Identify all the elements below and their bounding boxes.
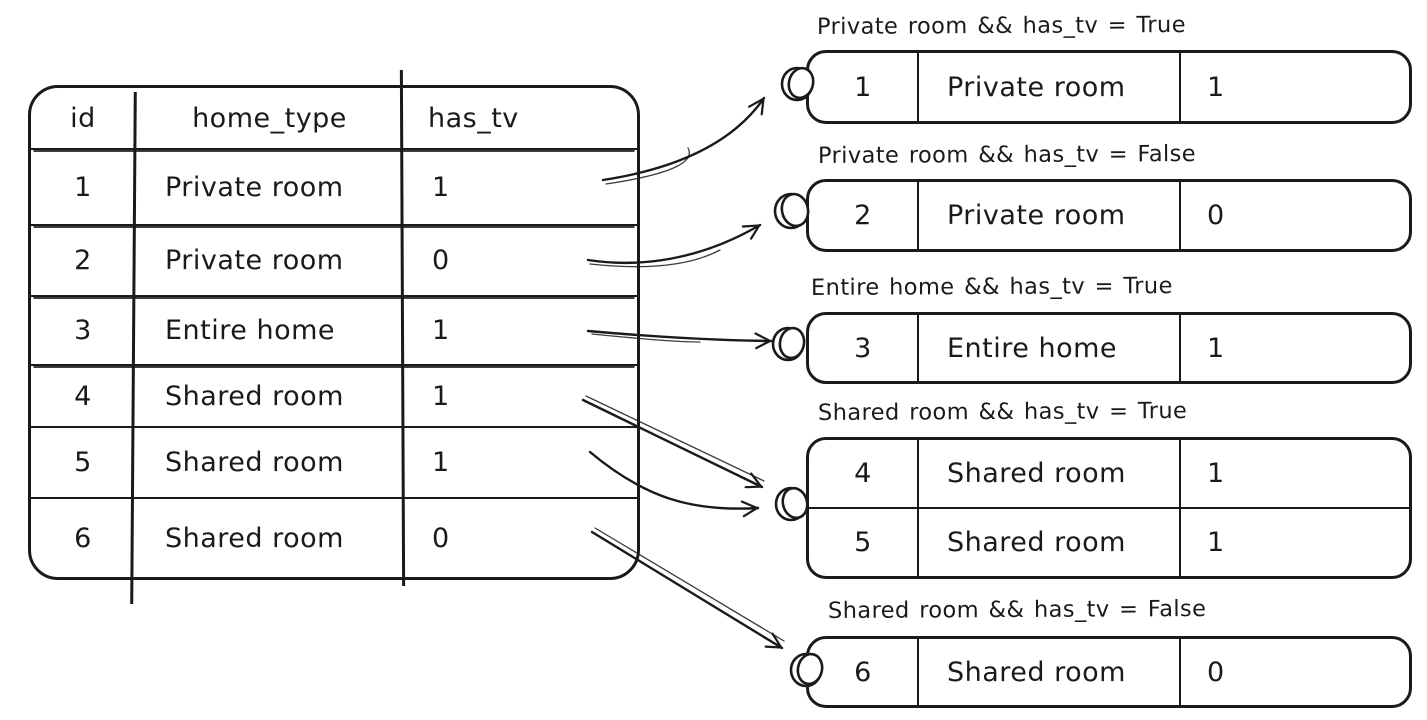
cell-home-type: Shared room: [165, 380, 344, 412]
group-row: 3 Entire home 1: [809, 315, 1409, 381]
group-box: 2 Private room 0: [806, 179, 1412, 252]
cell-id: 6: [809, 639, 919, 705]
group-box: 6 Shared room 0: [806, 636, 1412, 708]
cell-id: 5: [74, 447, 92, 478]
cell-home-type: Shared room: [919, 509, 1181, 576]
table-row: 6 Shared room 0: [31, 499, 637, 577]
cell-has-tv: 1: [432, 171, 450, 203]
group-label: Shared room && has_tv = False: [827, 596, 1207, 624]
cell-has-tv: 0: [432, 522, 450, 554]
cell-home-type: Private room: [919, 182, 1181, 249]
connector-circle-group4: [774, 486, 808, 522]
cell-id: 4: [74, 380, 92, 412]
cell-home-type: Private room: [919, 53, 1181, 121]
connector-circle-group2: [773, 192, 809, 230]
source-table: id home_type has_tv 1 Private room 1 2 P…: [28, 85, 640, 580]
cell-home-type: Shared room: [165, 522, 344, 554]
cell-has-tv: 1: [1207, 458, 1225, 489]
group-box: 1 Private room 1: [806, 50, 1412, 124]
cell-id: 4: [809, 440, 919, 507]
group-box: 3 Entire home 1: [806, 312, 1412, 384]
cell-id: 1: [74, 171, 92, 203]
cell-id: 6: [74, 522, 92, 554]
cell-id: 3: [74, 315, 92, 346]
table-header-row: id home_type has_tv: [31, 88, 637, 150]
cell-home-type: Shared room: [165, 447, 344, 478]
cell-has-tv: 1: [432, 380, 450, 412]
group-row: 4 Shared room 1: [809, 440, 1409, 509]
group-box: 4 Shared room 1 5 Shared room 1: [806, 437, 1412, 579]
cell-id: 3: [809, 315, 919, 381]
cell-id: 5: [809, 509, 919, 576]
cell-has-tv: 0: [1207, 200, 1225, 231]
cell-home-type: Entire home: [919, 315, 1181, 381]
cell-home-type: Private room: [165, 171, 344, 203]
cell-home-type: Shared room: [919, 639, 1181, 705]
connector-circle-group3-sketch: [778, 326, 806, 360]
col-header-has-tv: has_tv: [428, 102, 519, 134]
cell-id: 2: [809, 182, 919, 249]
cell-has-tv: 1: [1207, 332, 1225, 364]
cell-home-type: Entire home: [165, 315, 336, 346]
table-row: 1 Private room 1: [31, 150, 637, 226]
cell-has-tv: 1: [432, 315, 450, 346]
table-row: 5 Shared room 1: [31, 428, 637, 499]
cell-id: 1: [809, 53, 919, 121]
cell-has-tv: 1: [432, 447, 450, 478]
cell-has-tv: 1: [1207, 71, 1225, 103]
group-label: Shared room && has_tv = True: [817, 398, 1188, 426]
group-row: 6 Shared room 0: [809, 639, 1409, 705]
cell-home-type: Private room: [165, 245, 344, 276]
group-label: Private room && has_tv = True: [816, 12, 1186, 40]
table-row: 4 Shared room 1: [31, 366, 637, 428]
cell-has-tv: 0: [1207, 656, 1225, 688]
group-row: 5 Shared room 1: [809, 509, 1409, 576]
table-row: 2 Private room 0: [31, 226, 637, 297]
table-row: 3 Entire home 1: [31, 297, 637, 366]
cell-has-tv: 1: [1207, 527, 1225, 558]
group-row: 2 Private room 0: [809, 182, 1409, 249]
group-label: Entire home && has_tv = True: [810, 273, 1173, 301]
cell-has-tv: 0: [432, 245, 450, 276]
connector-circle-group3: [771, 326, 805, 362]
col-header-home-type: home_type: [192, 102, 347, 134]
col-header-id: id: [70, 102, 96, 134]
group-label: Private room && has_tv = False: [817, 141, 1197, 169]
cell-home-type: Shared room: [919, 440, 1181, 507]
group-row: 1 Private room 1: [809, 53, 1409, 121]
cell-id: 2: [74, 245, 92, 276]
